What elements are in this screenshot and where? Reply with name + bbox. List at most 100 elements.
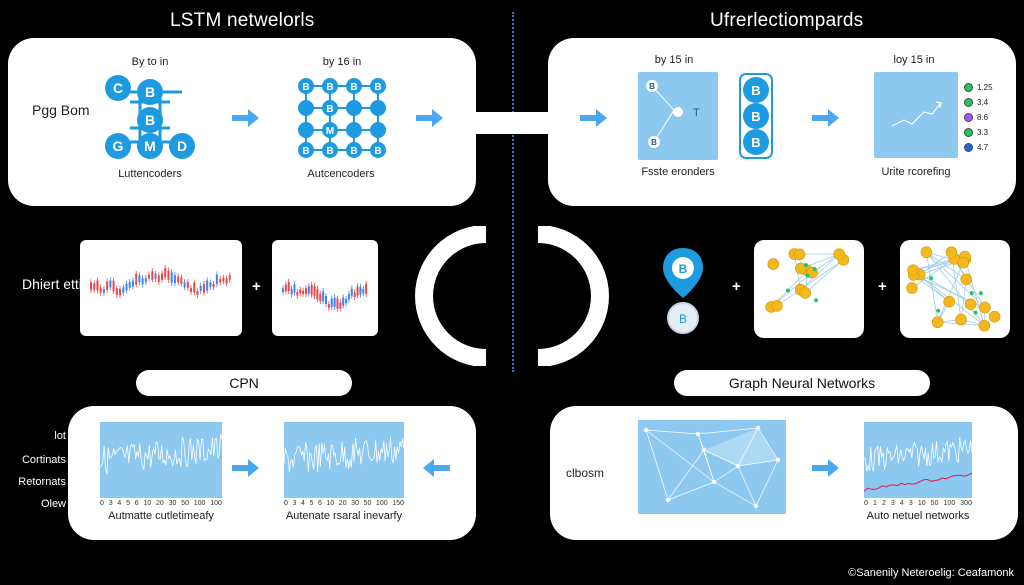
axis-tick-label: 1 (872, 500, 877, 507)
axis-tick-label: 100 (193, 500, 206, 507)
axis-tick-label: 5 (309, 500, 314, 507)
bitcoin-stack-icon: B B B (739, 73, 773, 159)
candle-body (106, 281, 109, 290)
gnn-output-chart (864, 422, 972, 498)
graph-node (753, 503, 759, 509)
grid-node (370, 122, 386, 138)
block1-label: Luttencoders (118, 168, 182, 180)
middle-side-label: Dhiert ettig (22, 276, 90, 292)
grid-node (346, 100, 362, 116)
candle-body (151, 271, 154, 280)
grid-node (322, 122, 338, 138)
candle-body (307, 286, 310, 294)
chip-letter: G (113, 138, 124, 154)
candlestick-series (282, 278, 368, 312)
network-dot (805, 273, 810, 278)
candle-body (138, 275, 141, 283)
network-dot (978, 291, 983, 296)
candle-body (322, 291, 325, 302)
bottom-right-side-label: clbosm (566, 466, 605, 480)
candle-body (222, 277, 225, 282)
axis-tick-label: 150 (392, 500, 404, 507)
network-edge (937, 262, 964, 323)
candle-body (339, 302, 342, 309)
legend-item: 1.25 (964, 80, 1014, 95)
candle-body (330, 298, 333, 307)
graph-edge (667, 481, 715, 501)
axis-tick-label: 100 (375, 500, 388, 507)
axis-tick-label: 6 (134, 500, 139, 507)
grid-node-letter: B (326, 146, 333, 157)
candle-body (148, 274, 151, 279)
encoder-node-label: B (649, 82, 655, 91)
axis-tick-label: 3 (292, 500, 297, 507)
coin-node (907, 264, 919, 276)
coin-node (767, 258, 780, 270)
graph-edge (645, 429, 669, 501)
grid-node (346, 142, 362, 158)
coin-node (833, 248, 845, 260)
grid-node (298, 78, 314, 94)
candle-body (327, 304, 330, 308)
grid-node-letter: B (350, 82, 357, 93)
grid-node-letter: B (326, 104, 333, 115)
candle-body (180, 277, 183, 284)
candle-body (345, 298, 348, 304)
arrow-right-icon (232, 109, 259, 127)
block3-label: Fsste eronders (641, 166, 715, 178)
candle-body (293, 284, 296, 293)
candle-body (157, 275, 160, 282)
arrow-right-icon (812, 459, 839, 477)
coin-node (906, 282, 918, 294)
grid-node-letter: B (374, 82, 381, 93)
candle-body (316, 288, 319, 300)
candle-body (96, 280, 99, 291)
graph-edge (667, 449, 705, 501)
axis-tick-label: 4 (117, 500, 122, 507)
coin-node (931, 316, 944, 329)
coin-node (920, 246, 933, 259)
row-label: Retornats (18, 476, 66, 488)
location-pin-icon: B B (663, 248, 703, 334)
grid-node (370, 100, 386, 116)
legend-item: 3.4 (964, 95, 1014, 110)
grid-node (322, 78, 338, 94)
candle-body (313, 286, 316, 297)
block4-caption: loy 15 in (893, 54, 935, 66)
network-edge (800, 253, 840, 291)
right-section-title: Ufrerlectiompards (710, 10, 864, 31)
chip-letter: M (144, 138, 156, 154)
rescoring-chart-card (874, 72, 958, 158)
network-edge (776, 259, 844, 307)
axis-tick-label: 3 (108, 500, 113, 507)
pin-glyph: B (679, 262, 688, 276)
axis-tick-label: 100 (943, 500, 956, 507)
candle-body (202, 284, 205, 293)
axis-tick-label: 10 (326, 500, 335, 507)
candle-body (99, 287, 102, 293)
stack-letter: B (751, 109, 760, 124)
candle-body (144, 278, 147, 283)
arrow-left-icon (423, 459, 450, 477)
graph-node (643, 427, 649, 433)
candle-body (109, 280, 112, 288)
grid-node (322, 142, 338, 158)
axis-tick-label: 50 (930, 500, 939, 507)
candle-body (282, 288, 284, 293)
graph-edge (645, 429, 699, 435)
graph-node (755, 425, 761, 431)
network-dot (812, 267, 817, 272)
candle-body (225, 278, 228, 284)
grid-node (322, 100, 338, 116)
candle-body (206, 280, 209, 291)
grid-node-letter: B (350, 146, 357, 157)
candle-body (209, 282, 212, 287)
highlight-region (704, 428, 778, 466)
axis-tick-label: 10 (143, 500, 152, 507)
grid-node (346, 122, 362, 138)
chip-letter: B (145, 84, 155, 100)
plus-icon: + (252, 278, 261, 295)
graph-network-lines (643, 425, 781, 509)
